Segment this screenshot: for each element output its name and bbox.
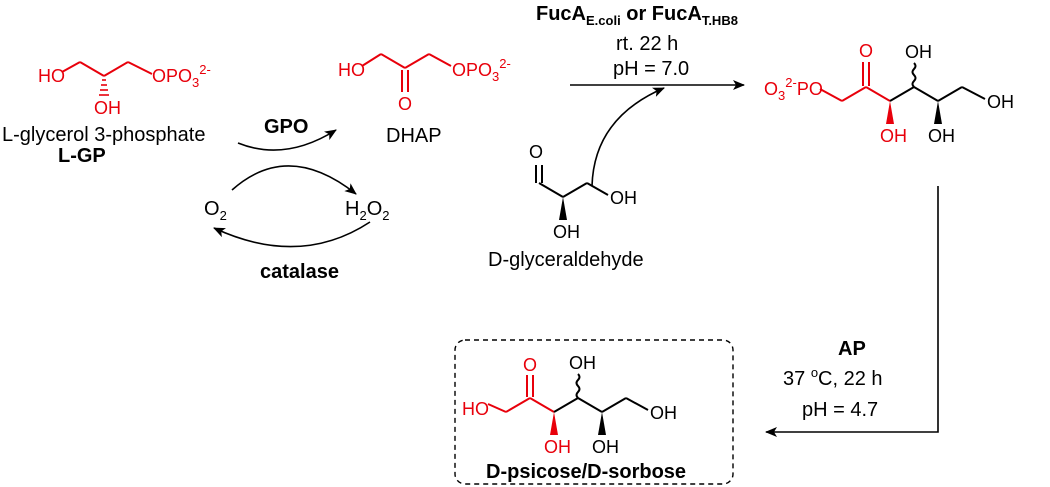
intermediate-bond [865, 86, 891, 102]
dhap-name: DHAP [386, 125, 442, 147]
intermediate-structure: O32-PO O OH OH OH OH [764, 41, 1014, 146]
product-bond [601, 397, 627, 413]
product-oh-top: OH [569, 353, 596, 373]
catalase-label: catalase [260, 261, 339, 283]
product-bond [505, 397, 531, 413]
lgp-hashed-wedge [99, 79, 109, 96]
product-o-label: O [523, 355, 537, 375]
product-box [454, 339, 734, 485]
gpo-arrow [237, 129, 337, 151]
fuca-label: FucAE.coli or FucAT.HB8 [536, 3, 738, 28]
product-bond [625, 397, 649, 411]
lgp-bond [61, 61, 81, 73]
intermediate-bond [961, 86, 986, 100]
glyceraldehyde-name: D-glyceraldehyde [488, 249, 644, 271]
ap-label: AP [838, 338, 866, 360]
intermediate-bond [841, 86, 867, 102]
product-ho-label: HO [462, 399, 489, 419]
intermediate-bond [937, 86, 963, 102]
glyceraldehyde-oh-right: OH [610, 188, 637, 208]
intermediate-wavy-bond [911, 62, 917, 88]
product-bond [553, 397, 579, 413]
glyceraldehyde-structure: O OH OH [529, 142, 637, 242]
glyceraldehyde-feed-arrow [591, 87, 665, 187]
lgp-bond [127, 61, 153, 75]
intermediate-bond [819, 88, 843, 102]
product-wedge-black [598, 412, 606, 435]
lgp-oh-label: OH [94, 98, 121, 118]
intermediate-oh-red: OH [880, 126, 907, 146]
lgp-abbr: L-GP [58, 145, 106, 167]
dhap-ho-label: HO [338, 60, 365, 80]
product-oh-bottom: OH [592, 437, 619, 457]
lgp-opo3-label: OPO32- [152, 62, 211, 90]
dhap-bond [361, 53, 382, 67]
glyceraldehyde-bond [538, 182, 564, 198]
intermediate-oh-end: OH [987, 92, 1014, 112]
cycle-bottom-arrow [213, 221, 371, 248]
glyceraldehyde-o-label: O [529, 142, 543, 162]
glyceraldehyde-wedge [559, 197, 567, 220]
lgp-ho-label: HO [38, 66, 65, 86]
dhap-structure: HO O OPO32- [338, 53, 511, 114]
product-bond [577, 397, 603, 413]
ap-condition-ph: pH = 4.7 [802, 399, 878, 421]
product-oh-end: OH [650, 403, 677, 423]
intermediate-bond [889, 86, 915, 102]
intermediate-wedge-red [886, 101, 894, 124]
cycle-top-arrow [231, 165, 357, 195]
intermediate-bond [913, 86, 939, 102]
ap-condition-temp: 37 oC, 22 h [783, 365, 883, 390]
product-bond [529, 397, 555, 413]
intermediate-o3po-label: O32-PO [764, 75, 823, 103]
product-bond [487, 403, 507, 413]
product-oh-red: OH [544, 437, 571, 457]
h2o2-label: H2O2 [345, 198, 389, 223]
dhap-o-label: O [398, 94, 412, 114]
product-wavy-bond [575, 373, 581, 399]
lgp-bond [79, 61, 105, 77]
glyceraldehyde-bond [562, 182, 588, 198]
lgp-structure: HO OH OPO32- [38, 61, 211, 118]
intermediate-oh-bottom: OH [928, 126, 955, 146]
intermediate-o-label: O [859, 41, 873, 61]
product-name: D-psicose/D-sorbose [486, 461, 686, 483]
product-wedge-red [550, 412, 558, 435]
dhap-bond [404, 53, 430, 69]
dhap-bond [380, 53, 406, 69]
lgp-bond [103, 61, 129, 77]
intermediate-oh-top: OH [905, 42, 932, 62]
intermediate-wedge-black [934, 101, 942, 124]
fuca-condition-ph: pH = 7.0 [613, 58, 689, 80]
ap-arrow [765, 186, 939, 437]
glyceraldehyde-bond [586, 182, 609, 196]
dhap-opo3-label: OPO32- [452, 56, 511, 84]
gpo-label: GPO [264, 116, 308, 138]
lgp-name: L-glycerol 3-phosphate [2, 124, 205, 146]
dhap-bond [428, 53, 452, 67]
o2-label: O2 [204, 198, 227, 223]
fuca-condition-time: rt. 22 h [616, 33, 678, 55]
glyceraldehyde-oh-bottom: OH [553, 222, 580, 242]
product-structure: HO O OH OH OH OH [462, 353, 677, 457]
